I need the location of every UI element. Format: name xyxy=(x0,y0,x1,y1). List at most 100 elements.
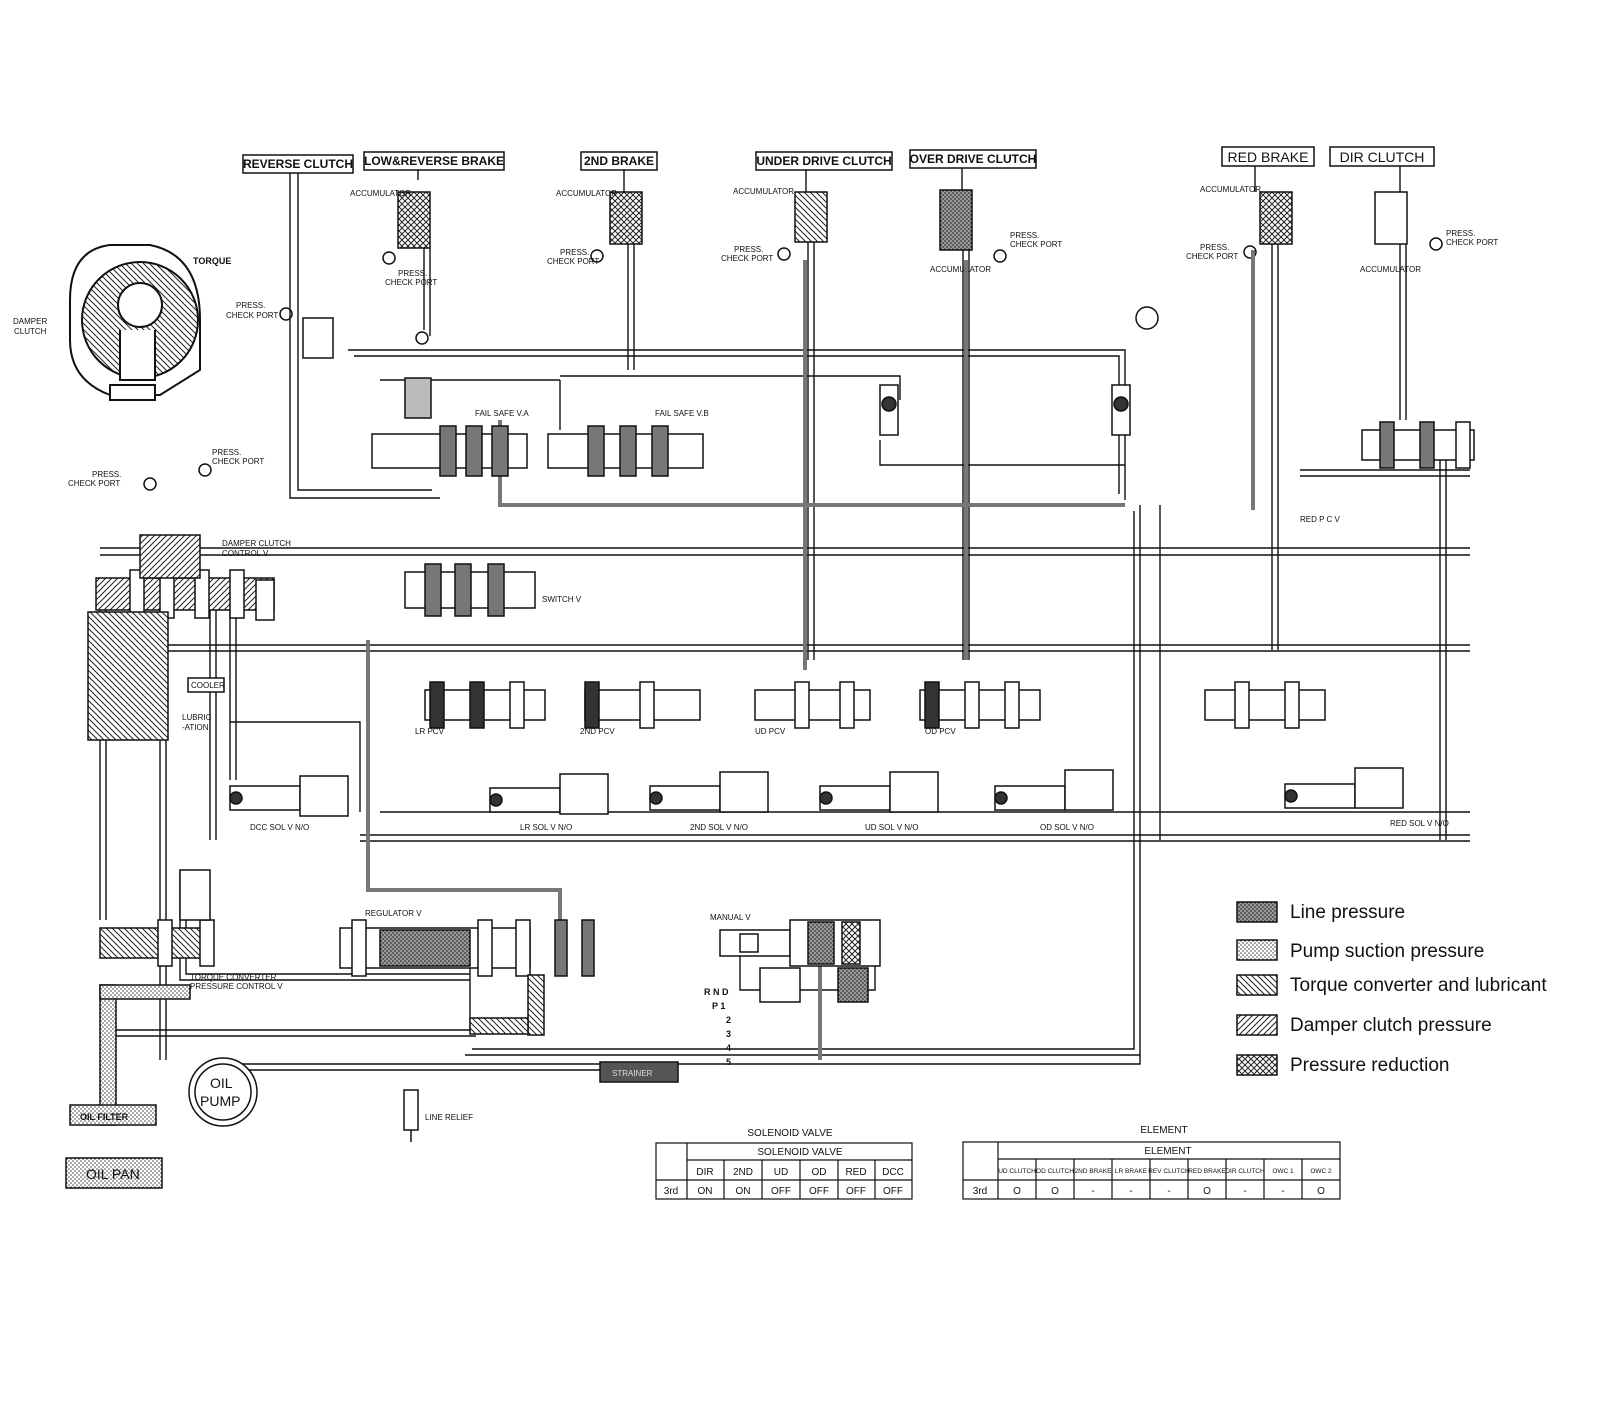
ud-pcv-label: UD PCV xyxy=(755,727,786,736)
accumulator-label-2nd: ACCUMULATOR xyxy=(556,189,617,198)
el-col: DIR CLUTCH xyxy=(1225,1168,1265,1175)
line-relief-valve xyxy=(403,1089,419,1142)
lubrication-label-1: LUBRIC xyxy=(182,713,212,722)
tcpc-label-2: PRESSURE CONTROL V xyxy=(190,982,283,991)
accumulator-ud xyxy=(794,191,828,243)
element-table-header: ELEMENT xyxy=(1144,1146,1191,1157)
tcpc-label-1: TORQUE CONVERTER xyxy=(190,973,277,982)
red-solenoid xyxy=(1284,767,1404,809)
dcc-solenoid xyxy=(229,775,349,817)
pcp-ud-1: PRESS. xyxy=(734,245,763,254)
lr-sol-label: LR SOL V N/O xyxy=(520,823,572,832)
second-solenoid xyxy=(649,771,769,813)
sol-val: ON xyxy=(698,1186,713,1197)
pcp-tq-1: PRESS. xyxy=(92,470,121,479)
cooler-box xyxy=(187,677,225,693)
pcp-lr-2: CHECK PORT xyxy=(385,278,437,287)
pcp-dc-1: PRESS. xyxy=(212,448,241,457)
manual-position-indicator: R N D P 1 2 3 4 5 xyxy=(704,987,731,1067)
solenoid-labels: DCC SOL V N/O LR SOL V N/O 2ND SOL V N/O… xyxy=(250,819,1449,832)
legend: Line pressure Pump suction pressure Torq… xyxy=(1236,901,1547,1076)
manual-valve xyxy=(719,919,881,1003)
accumulator-lr xyxy=(397,191,431,249)
pcp-od-2: CHECK PORT xyxy=(1010,240,1062,249)
manual-positions-2: P 1 xyxy=(712,1001,725,1011)
check-balls xyxy=(302,306,1159,436)
lubrication-label-2: -ATION xyxy=(182,723,209,732)
manual-positions-5: 4 xyxy=(726,1043,731,1053)
switch-valve xyxy=(404,563,536,617)
check-port-torque xyxy=(143,477,157,491)
second-sol-label: 2ND SOL V N/O xyxy=(690,823,748,832)
sol-col: OD xyxy=(812,1167,827,1178)
check-port-reverse xyxy=(279,307,293,321)
solenoid-table-title: SOLENOID VALVE xyxy=(747,1128,833,1139)
accumulator-label-od: ACCUMULATOR xyxy=(930,265,991,274)
pcp-red-1: PRESS. xyxy=(1200,243,1229,252)
oil-pump-label-2: PUMP xyxy=(200,1093,240,1109)
under-drive-clutch-label: UNDER DRIVE CLUTCH xyxy=(756,154,891,168)
element-table-title: ELEMENT xyxy=(1140,1125,1187,1136)
check-port-2nd xyxy=(590,249,604,263)
pcp-dir-2: CHECK PORT xyxy=(1446,238,1498,247)
tcpc-valve xyxy=(99,869,215,967)
pcv-valves xyxy=(424,681,1326,729)
od-pcv-label: OD PCV xyxy=(925,727,956,736)
sol-val: OFF xyxy=(771,1186,791,1197)
pcp-rev-1: PRESS. xyxy=(236,301,265,310)
over-drive-clutch-box xyxy=(909,149,1037,169)
pcp-ud-2: CHECK PORT xyxy=(721,254,773,263)
regulator-valve xyxy=(339,919,595,1036)
legend-swatch-damper xyxy=(1236,1014,1278,1036)
damper-clutch-label-2: CLUTCH xyxy=(14,327,47,336)
solenoid-table-columns: DIR 2ND UD OD RED DCC xyxy=(696,1167,903,1178)
legend-swatch-torque xyxy=(1236,974,1278,996)
sol-col: DCC xyxy=(882,1167,904,1178)
element-label-boxes xyxy=(242,146,1435,174)
el-col: UD CLUTCH xyxy=(998,1168,1036,1175)
el-val: - xyxy=(1167,1186,1170,1197)
torque-label: TORQUE xyxy=(193,256,231,266)
oil-strainer-label: STRAINER xyxy=(612,1069,653,1078)
legend-label-suction: Pump suction pressure xyxy=(1290,941,1484,962)
red-pcv-body xyxy=(1204,689,1326,721)
damper-clutch-label-1: DAMPER xyxy=(13,317,47,326)
switch-valve-label: SWITCH V xyxy=(542,595,582,604)
oil-pan-box xyxy=(65,1157,163,1189)
low-reverse-brake-box xyxy=(363,151,505,171)
el-val: O xyxy=(1013,1186,1021,1197)
legend-swatch-line xyxy=(1236,901,1278,923)
manual-positions-4: 3 xyxy=(726,1029,731,1039)
pcp-od-1: PRESS. xyxy=(1010,231,1039,240)
fail-safe-vb-label: FAIL SAFE V.B xyxy=(655,409,709,418)
oil-supply xyxy=(65,984,679,1189)
dcc-label-2: CONTROL V xyxy=(222,549,269,558)
over-drive-clutch-label: OVER DRIVE CLUTCH xyxy=(910,152,1037,166)
el-val: - xyxy=(1243,1186,1246,1197)
od-solenoid xyxy=(994,769,1114,811)
sol-col: RED xyxy=(845,1167,866,1178)
element-table-values: O O - - - O - - O xyxy=(1013,1186,1325,1197)
solenoid-valve-table xyxy=(655,1142,913,1200)
element-table-columns: UD CLUTCH OD CLUTCH 2ND BRAKE LR BRAKE R… xyxy=(998,1168,1332,1175)
el-col: OWC 1 xyxy=(1272,1168,1294,1175)
under-drive-clutch-box xyxy=(755,151,893,171)
pcp-dc-2: CHECK PORT xyxy=(212,457,264,466)
el-val: O xyxy=(1317,1186,1325,1197)
accumulator-od xyxy=(939,189,973,251)
accumulator-red xyxy=(1259,191,1293,245)
red-pcv-label: RED P C V xyxy=(1300,515,1341,524)
oil-lines xyxy=(99,166,1470,1071)
el-col: REV CLUTCH xyxy=(1148,1168,1190,1175)
el-val: - xyxy=(1129,1186,1132,1197)
pcp-dir-1: PRESS. xyxy=(1446,229,1475,238)
pcp-lr-1: PRESS. xyxy=(398,269,427,278)
second-brake-label: 2ND BRAKE xyxy=(584,154,654,168)
el-col: 2ND BRAKE xyxy=(1075,1168,1113,1175)
accumulator-labels: ACCUMULATOR ACCUMULATOR ACCUMULATOR ACCU… xyxy=(350,185,1421,274)
accumulator-label-red: ACCUMULATOR xyxy=(1200,185,1261,194)
check-port-dir xyxy=(1429,237,1443,251)
oil-filter-label: OIL FILTER xyxy=(80,1112,129,1122)
legend-label-reduction: Pressure reduction xyxy=(1290,1055,1449,1076)
pcp-2nd-1: PRESS. xyxy=(560,248,589,257)
